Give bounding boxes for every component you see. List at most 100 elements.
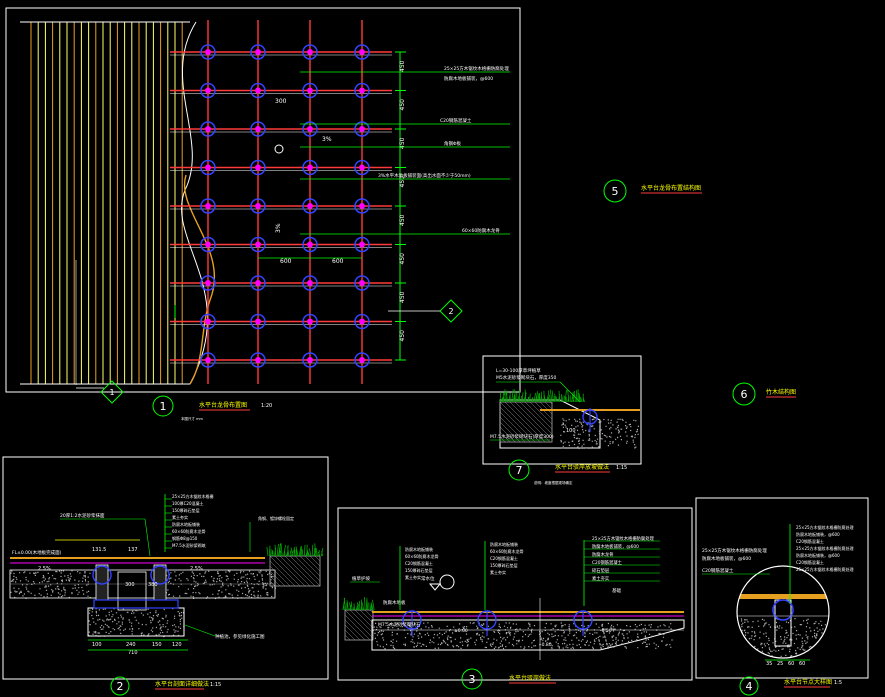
dim-text: 120: [172, 642, 182, 648]
plan-callout-text: 3%水平木地板铺装面(高出水面不少于50mm): [378, 172, 471, 179]
pier-node: [302, 121, 318, 137]
pier-core: [255, 241, 261, 248]
pier-node: [354, 352, 370, 368]
pier-node: [302, 159, 318, 176]
pier-core: [205, 280, 211, 286]
dim-text-right: 450: [399, 176, 406, 188]
callout-text: 防腐木龙骨: [592, 551, 613, 558]
pier-core: [359, 164, 365, 171]
post-node: [92, 565, 112, 585]
callout-text: M5水泥砂浆砌块石，厚度350: [496, 374, 556, 381]
node-detail-4: 25×25方木锯纹木格栅防腐处理防腐木地板铺装，@600C20钢筋混凝土25×2…: [702, 524, 854, 667]
plan-callout-text: 25×25方木锯纹木格栅防腐处理: [444, 65, 509, 72]
pier-node: [302, 352, 318, 368]
callout-leader: [184, 624, 216, 637]
dim-text-inner: 600: [280, 258, 292, 265]
pier-node: [200, 352, 216, 368]
callout-text: 60×60防腐木龙骨: [172, 528, 206, 534]
pier-node: [250, 236, 266, 253]
callout-text: 碎石垫层: [592, 567, 610, 574]
view-title-6: 6 竹木结构图: [732, 382, 796, 406]
plank-edge: [183, 174, 216, 385]
detail7-frame: [482, 355, 642, 465]
dim-text-right: 450: [399, 330, 406, 342]
detail2-frame: [2, 456, 329, 680]
pier-node: [200, 275, 216, 291]
view-number: 5: [612, 185, 619, 198]
callout-text: 钢筋Φ8@150: [172, 535, 198, 541]
dim-total: 710: [128, 650, 138, 656]
plan-callout-text: 角钢Φ板: [444, 140, 462, 147]
pier-node: [354, 159, 370, 176]
level-label: -0.50: [600, 628, 612, 634]
dim-text: 100: [92, 642, 102, 648]
callout-text: C20钢筋混凝土: [796, 559, 824, 565]
view-number-circle: [461, 668, 483, 690]
drain-symbol: [274, 144, 284, 154]
pier-core: [307, 49, 313, 55]
view-note: 本图尺寸 mm: [181, 416, 204, 421]
callout-text: 防腐木地板铺装: [490, 541, 518, 547]
pier-node: [250, 44, 266, 60]
view-title-2: 2 水平台剖面详细做法 1:15: [110, 676, 221, 696]
view-number: 4: [746, 680, 753, 693]
pier-core: [307, 164, 313, 171]
pier-node: [354, 236, 370, 253]
grass-hatch: [342, 596, 375, 611]
pier-core: [205, 203, 211, 209]
plan-callout-text: 60×60防腐木龙骨: [462, 227, 500, 234]
bolt-node: [772, 599, 794, 621]
callout-text: 防腐木地板铺装，@600: [592, 543, 639, 550]
pier-node: [250, 82, 266, 99]
pier-core: [205, 49, 211, 55]
pier-core: [307, 126, 313, 132]
view-title: 水平台剖面详细做法: [155, 680, 209, 688]
pier-node: [200, 198, 216, 214]
pier-core: [255, 318, 261, 325]
pier-node: [354, 275, 370, 291]
pier-core: [307, 280, 313, 286]
magnify-circle: [736, 565, 830, 659]
slope-detail-7: L=30-100厚草坪植草M5水泥砂浆砌块石，厚度350M7.5水泥砂浆砌块石(…: [490, 367, 640, 449]
pier-node: [250, 198, 266, 214]
section-detail-3: 常水位植草护坡防腐木地板M7.5水泥砂浆砌块石防腐木地板铺装60×60防腐木龙骨…: [342, 535, 685, 660]
pier-node: [354, 198, 370, 214]
view-title: 水平台龙骨布置图: [199, 401, 247, 409]
callout-text: 25×25方木锯纹木格栅防腐处理: [592, 535, 655, 542]
pier-node: [200, 82, 216, 99]
callout-text: 25×25方木锯纹木格栅防腐处理: [796, 545, 854, 551]
callout-text: 25×25方木锯纹木格栅防腐处理: [702, 547, 767, 554]
callout-text: 防腐木地板铺装，@600: [796, 531, 840, 537]
pier-core: [359, 49, 365, 55]
callout-text: 防腐木地板铺装，@600: [702, 555, 751, 562]
view-number: 7: [516, 464, 523, 477]
callout-text: 60×60防腐木龙骨: [405, 553, 439, 559]
dim-text: 240: [126, 642, 136, 648]
pier-core: [255, 164, 261, 171]
callout-text: 100厚C20混凝土: [172, 500, 204, 506]
view-title-4: 4 水平台节点大样图 1:5: [739, 676, 842, 696]
level-label: -0.80: [540, 642, 552, 648]
pier-core: [359, 357, 365, 363]
view-number: 6: [741, 388, 748, 401]
pier-node: [354, 313, 370, 330]
callout-text: 防腐木地板铺装: [172, 521, 200, 527]
callout-text: C20钢筋混凝土: [592, 559, 623, 566]
callout-leader: [559, 381, 581, 403]
grass-hatch: [499, 389, 585, 403]
dim-text-right: 450: [399, 253, 406, 265]
dim-text: 137: [128, 547, 138, 553]
dim-text: 60: [799, 661, 805, 667]
pier-node: [354, 121, 370, 137]
pier-core: [205, 164, 211, 171]
dim-text-right: 450: [399, 137, 406, 149]
view-title: 水平台驳岸做法: [509, 674, 551, 682]
pier-node: [200, 159, 216, 176]
dim-text-inner: 600: [332, 258, 344, 265]
pier-core: [359, 126, 365, 132]
pier-node: [200, 236, 216, 253]
level-label: ±0.00: [454, 628, 468, 634]
level-label: 基础: [612, 587, 621, 594]
view-scale: 1:15: [616, 465, 627, 471]
